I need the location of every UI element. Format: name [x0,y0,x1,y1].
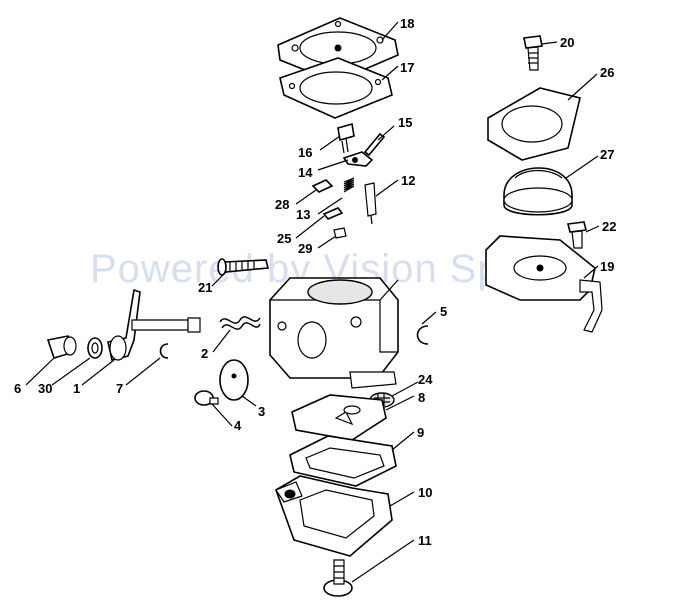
callout-26: 26 [600,65,614,80]
part-8-diaphragm[interactable] [291,394,387,441]
callout-24: 24 [418,372,433,387]
leader-lines [25,21,600,583]
part-6-bushing[interactable] [46,335,77,359]
part-4-screw[interactable] [194,390,219,406]
part-12-needle[interactable] [364,182,377,225]
part-19-primer-housing[interactable] [485,235,603,333]
callout-2: 2 [201,346,208,361]
callout-7: 7 [116,381,123,396]
part-27-primer-bulb[interactable] [503,167,573,216]
callout-22: 22 [602,219,616,234]
callout-1: 1 [73,381,80,396]
callout-28: 28 [275,197,289,212]
callout-16: 16 [298,145,312,160]
callout-27: 27 [600,147,614,162]
callout-17: 17 [400,60,414,75]
part-11-screw[interactable] [323,559,353,597]
part-20-screw[interactable] [523,35,543,71]
part-26-flange[interactable] [487,87,581,161]
part-3-disc[interactable] [219,359,249,401]
callout-12: 12 [401,173,415,188]
part-14-lever[interactable] [342,151,374,167]
part-21-screw[interactable] [217,258,270,276]
part-30-washer[interactable] [87,337,103,359]
callout-25: 25 [277,231,291,246]
callout-21: 21 [198,280,212,295]
part-9-gasket[interactable] [289,435,397,487]
callout-6: 6 [14,381,21,396]
callout-18: 18 [400,16,414,31]
callout-14: 14 [298,165,313,180]
callout-3: 3 [258,404,265,419]
callout-20: 20 [560,35,574,50]
part-7-clip[interactable] [159,343,169,359]
part-29-plug[interactable] [333,227,347,239]
callout-10: 10 [418,485,432,500]
part-10-cover[interactable] [275,475,393,557]
callout-5: 5 [440,304,447,319]
callout-4: 4 [234,418,242,433]
part-16-screw[interactable] [337,122,355,154]
callout-13: 13 [296,207,310,222]
carburetor-body[interactable] [269,277,399,389]
callout-11: 11 [418,533,432,548]
callout-8: 8 [418,390,425,405]
callout-15: 15 [398,115,412,130]
callout-9: 9 [417,425,424,440]
part-17-gasket[interactable] [279,57,393,119]
part-1-throttle-shaft[interactable] [107,288,201,361]
part-13-spring[interactable] [343,177,355,193]
callout-29: 29 [298,241,312,256]
callout-30: 30 [38,381,52,396]
part-2-spring[interactable] [219,316,261,330]
part-5-clip[interactable] [416,325,429,345]
part-25-pin[interactable] [322,207,344,220]
part-28-plug[interactable] [311,179,334,193]
part-22-screw[interactable] [567,221,587,249]
callout-19: 19 [600,259,614,274]
callout-labels: 18 17 15 16 14 12 28 13 25 29 21 20 26 2… [14,16,616,548]
